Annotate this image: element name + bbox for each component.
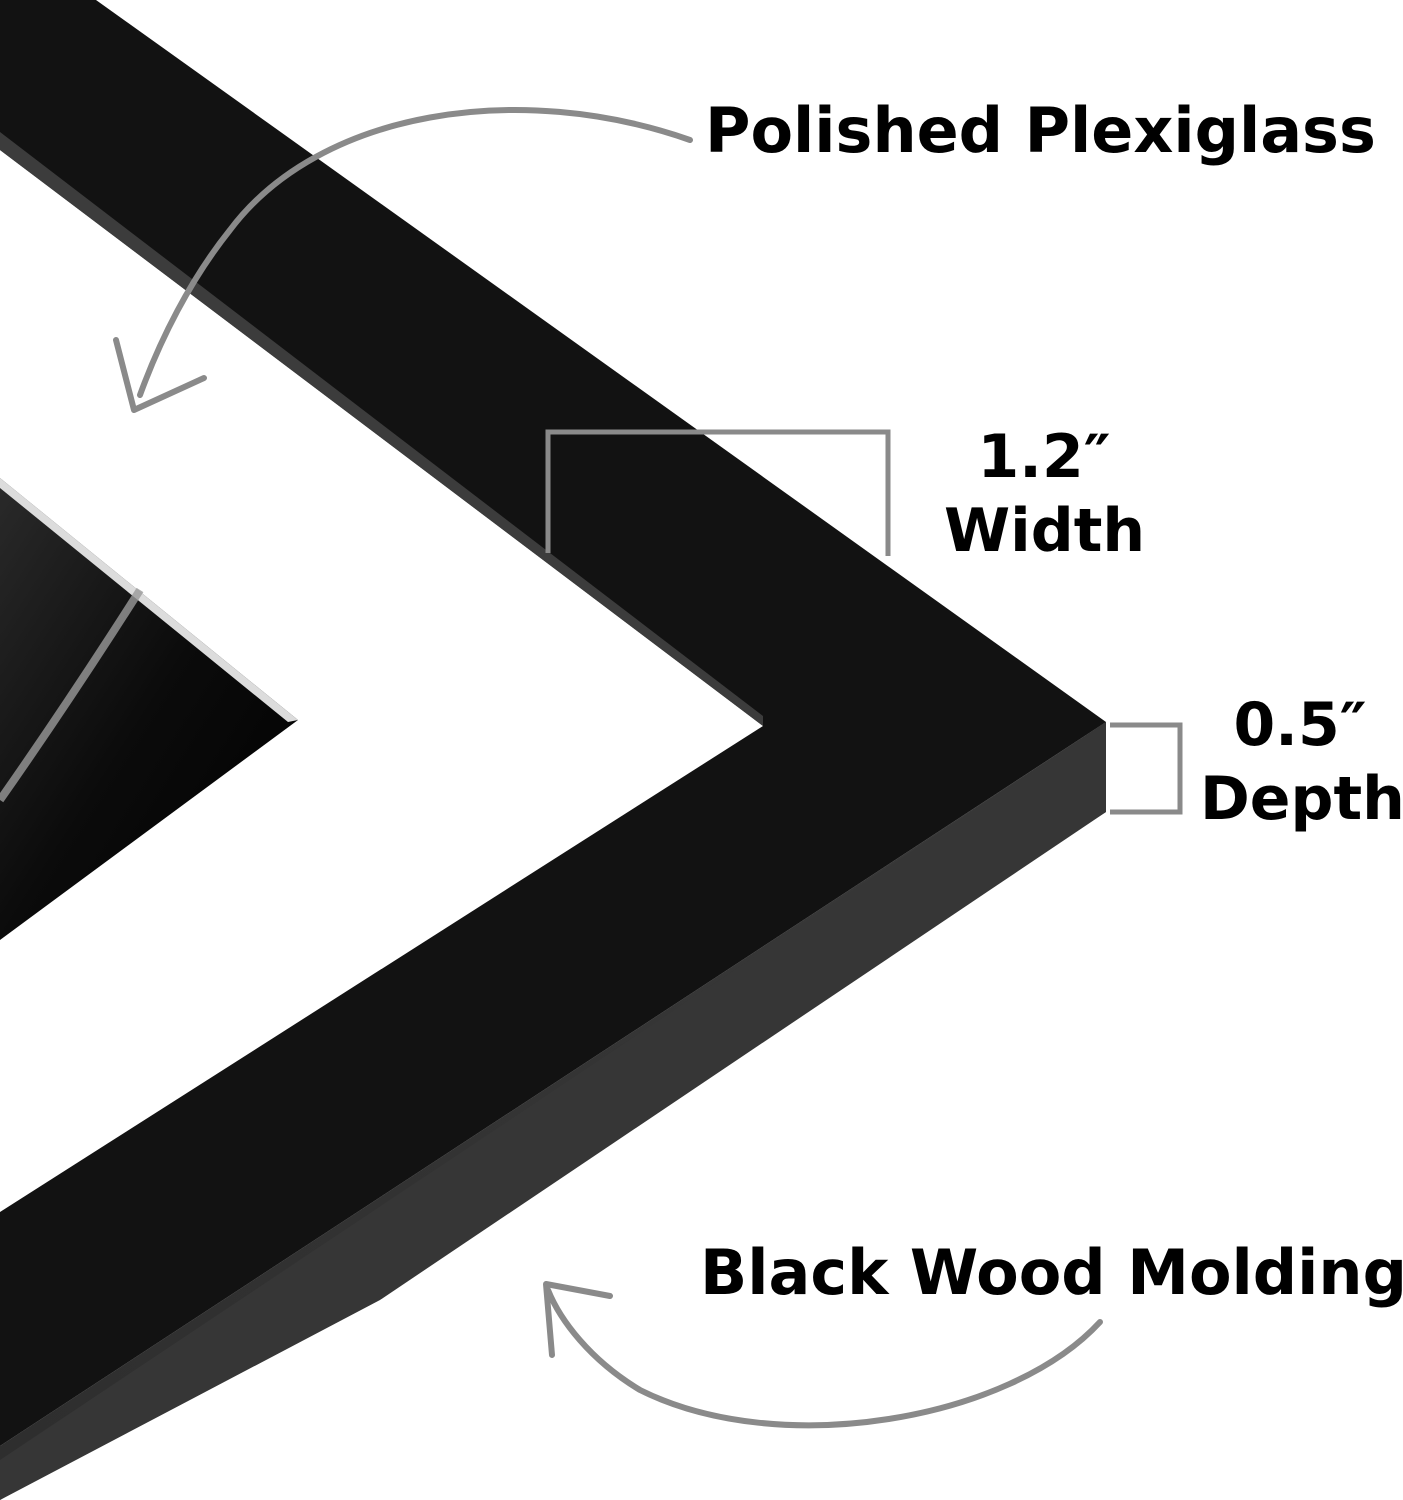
width-label: Width [944, 496, 1146, 566]
curved-arrow-icon [543, 1281, 1103, 1429]
depth-callout: 0.5″ Depth [1200, 688, 1403, 836]
mat-shadow [0, 132, 763, 726]
polished-plexiglass-label: Polished Plexiglass [705, 94, 1376, 167]
photo-highlight-streak [0, 587, 144, 803]
width-callout: 1.2″ Width [944, 420, 1146, 568]
depth-label: Depth [1200, 764, 1403, 834]
bracket-icon [1110, 722, 1183, 815]
black-wood-molding-label: Black Wood Molding [700, 1236, 1403, 1309]
photo-bevel [0, 478, 298, 722]
depth-value: 0.5″ [1233, 690, 1367, 760]
bracket-icon [545, 429, 891, 556]
width-value: 1.2″ [977, 422, 1111, 492]
curved-arrow-icon [113, 107, 693, 413]
photo-print [0, 478, 298, 940]
mat-board [0, 150, 763, 1212]
frame-side-lower [0, 722, 1106, 1500]
